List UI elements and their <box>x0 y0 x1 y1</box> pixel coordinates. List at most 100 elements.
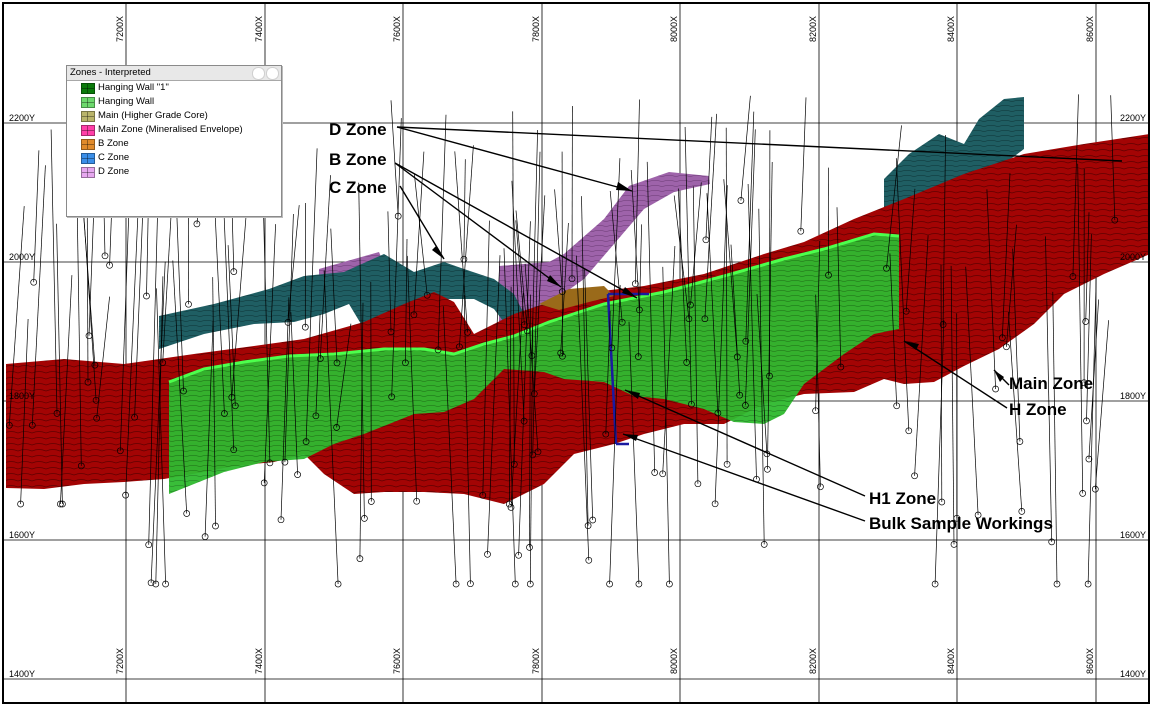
legend-item[interactable]: B Zone <box>67 137 281 151</box>
drillhole-trace <box>767 161 773 470</box>
drillhole-end-marker <box>938 498 946 506</box>
x-tick-label: 7400X <box>254 648 264 674</box>
drillhole-end-marker <box>530 390 538 398</box>
drillhole-trace <box>705 116 713 240</box>
drillhole-end-marker <box>521 321 528 329</box>
drillhole-traces <box>5 94 1119 588</box>
drillhole-end-marker <box>1079 490 1087 497</box>
legend-item[interactable]: Main (Higher Grade Core) <box>67 109 281 123</box>
legend-close-button[interactable] <box>266 67 279 80</box>
legend-item[interactable]: Hanging Wall "1" <box>67 81 281 95</box>
legend-item[interactable]: Main Zone (Mineralised Envelope) <box>67 123 281 137</box>
legend-item[interactable]: C Zone <box>67 151 281 165</box>
drillhole-trace <box>231 215 247 398</box>
drillhole-end-marker <box>122 491 129 499</box>
drillhole-end-marker <box>84 378 92 386</box>
drillhole-end-marker <box>452 580 460 588</box>
drillhole-trace <box>125 198 139 496</box>
legend-title-bar[interactable]: Zones - Interpreted <box>67 66 281 81</box>
drillhole-end-marker <box>143 292 150 300</box>
drillhole-end-marker <box>402 359 409 367</box>
drillhole-end-marker <box>106 261 113 269</box>
drillhole-trace <box>1086 234 1092 421</box>
drillhole-trace <box>518 221 531 556</box>
drillhole-end-marker <box>825 271 832 279</box>
drillhole-trace <box>263 224 276 483</box>
drillhole-end-marker <box>30 278 38 286</box>
drillhole-trace <box>437 114 447 350</box>
callout-h1-zone: H1 Zone <box>869 489 936 508</box>
drillhole-trace <box>532 151 541 455</box>
legend-item-label: Main Zone (Mineralised Envelope) <box>98 124 243 135</box>
drillhole-end-marker <box>631 280 639 288</box>
drillhole-end-marker <box>467 580 474 588</box>
drillhole-end-marker <box>529 451 537 459</box>
legend-item-label: Hanging Wall <box>98 96 155 107</box>
drillhole-end-marker <box>479 491 487 499</box>
drillhole-end-marker <box>277 516 285 524</box>
drillhole-end-marker <box>974 511 982 519</box>
drillhole-end-marker <box>367 498 375 505</box>
drillhole-end-marker <box>201 533 209 540</box>
drillhole-trace <box>8 206 25 426</box>
legend-item[interactable]: Hanging Wall <box>67 95 281 109</box>
drillhole-end-marker <box>634 353 642 360</box>
drillhole-trace <box>560 222 569 354</box>
drillhole-end-marker <box>992 385 999 393</box>
drillhole-end-marker <box>606 580 613 588</box>
drillhole-trace <box>390 100 399 217</box>
drillhole-trace <box>1087 277 1097 585</box>
drillhole-trace <box>156 288 166 585</box>
drillhole-trace <box>336 323 352 428</box>
drillhole-end-marker <box>659 470 667 478</box>
legend-item-label: D Zone <box>98 166 130 177</box>
legend-item[interactable]: D Zone <box>67 165 281 179</box>
x-tick-label: 7600X <box>392 16 402 42</box>
drillhole-trace <box>533 195 546 394</box>
drillhole-trace <box>60 275 73 505</box>
drillhole-end-marker <box>266 459 274 467</box>
drillhole-trace <box>609 285 621 585</box>
drillhole-trace <box>508 286 512 505</box>
drillhole-end-marker <box>694 480 702 488</box>
drillhole-trace <box>529 294 531 548</box>
legend-swatch-icon <box>81 138 95 150</box>
drillhole-trace <box>690 182 702 306</box>
drillhole-trace <box>31 165 46 426</box>
hanging-wall-body <box>168 232 900 494</box>
drillhole-trace <box>1077 163 1084 494</box>
drillhole-end-marker <box>687 301 694 309</box>
callout-arrows <box>394 126 1123 522</box>
drillhole-end-marker <box>685 315 693 323</box>
callout-c-zone: C Zone <box>329 178 387 197</box>
drillhole-end-marker <box>387 328 395 336</box>
drillhole-end-marker <box>301 323 309 331</box>
drillhole-trace <box>524 263 539 452</box>
drillhole-end-marker <box>1091 485 1099 493</box>
drillhole-end-marker <box>797 227 805 235</box>
cross-section-canvas[interactable]: 7200X7200X7400X7400X7600X7600X7800X7800X… <box>4 4 1150 704</box>
drillhole-end-marker <box>260 479 268 487</box>
drillhole-end-marker <box>147 579 155 587</box>
drillhole-trace <box>756 293 768 454</box>
drillhole-trace <box>584 268 594 521</box>
drillhole-trace <box>886 125 902 269</box>
drillhole-trace <box>405 238 408 363</box>
drillhole-trace <box>287 205 300 323</box>
drillhole-trace <box>387 211 392 332</box>
y-tick-label: 1800Y <box>1120 391 1146 401</box>
drillhole-end-marker <box>602 430 610 438</box>
drillhole-trace <box>414 174 428 296</box>
drillhole-end-marker <box>312 412 320 420</box>
drillhole-trace <box>529 316 534 585</box>
drillhole-trace <box>986 189 996 390</box>
x-tick-label: 7800X <box>531 16 541 42</box>
drillhole-end-marker <box>1111 216 1119 224</box>
drillhole-end-marker <box>361 515 368 522</box>
drillhole-end-marker <box>1082 318 1090 325</box>
legend-minimize-button[interactable] <box>252 67 265 80</box>
drillhole-trace <box>319 175 331 359</box>
zones-legend-panel[interactable]: Zones - Interpreted Hanging Wall "1"Hang… <box>66 65 282 217</box>
drillhole-trace <box>358 182 365 519</box>
